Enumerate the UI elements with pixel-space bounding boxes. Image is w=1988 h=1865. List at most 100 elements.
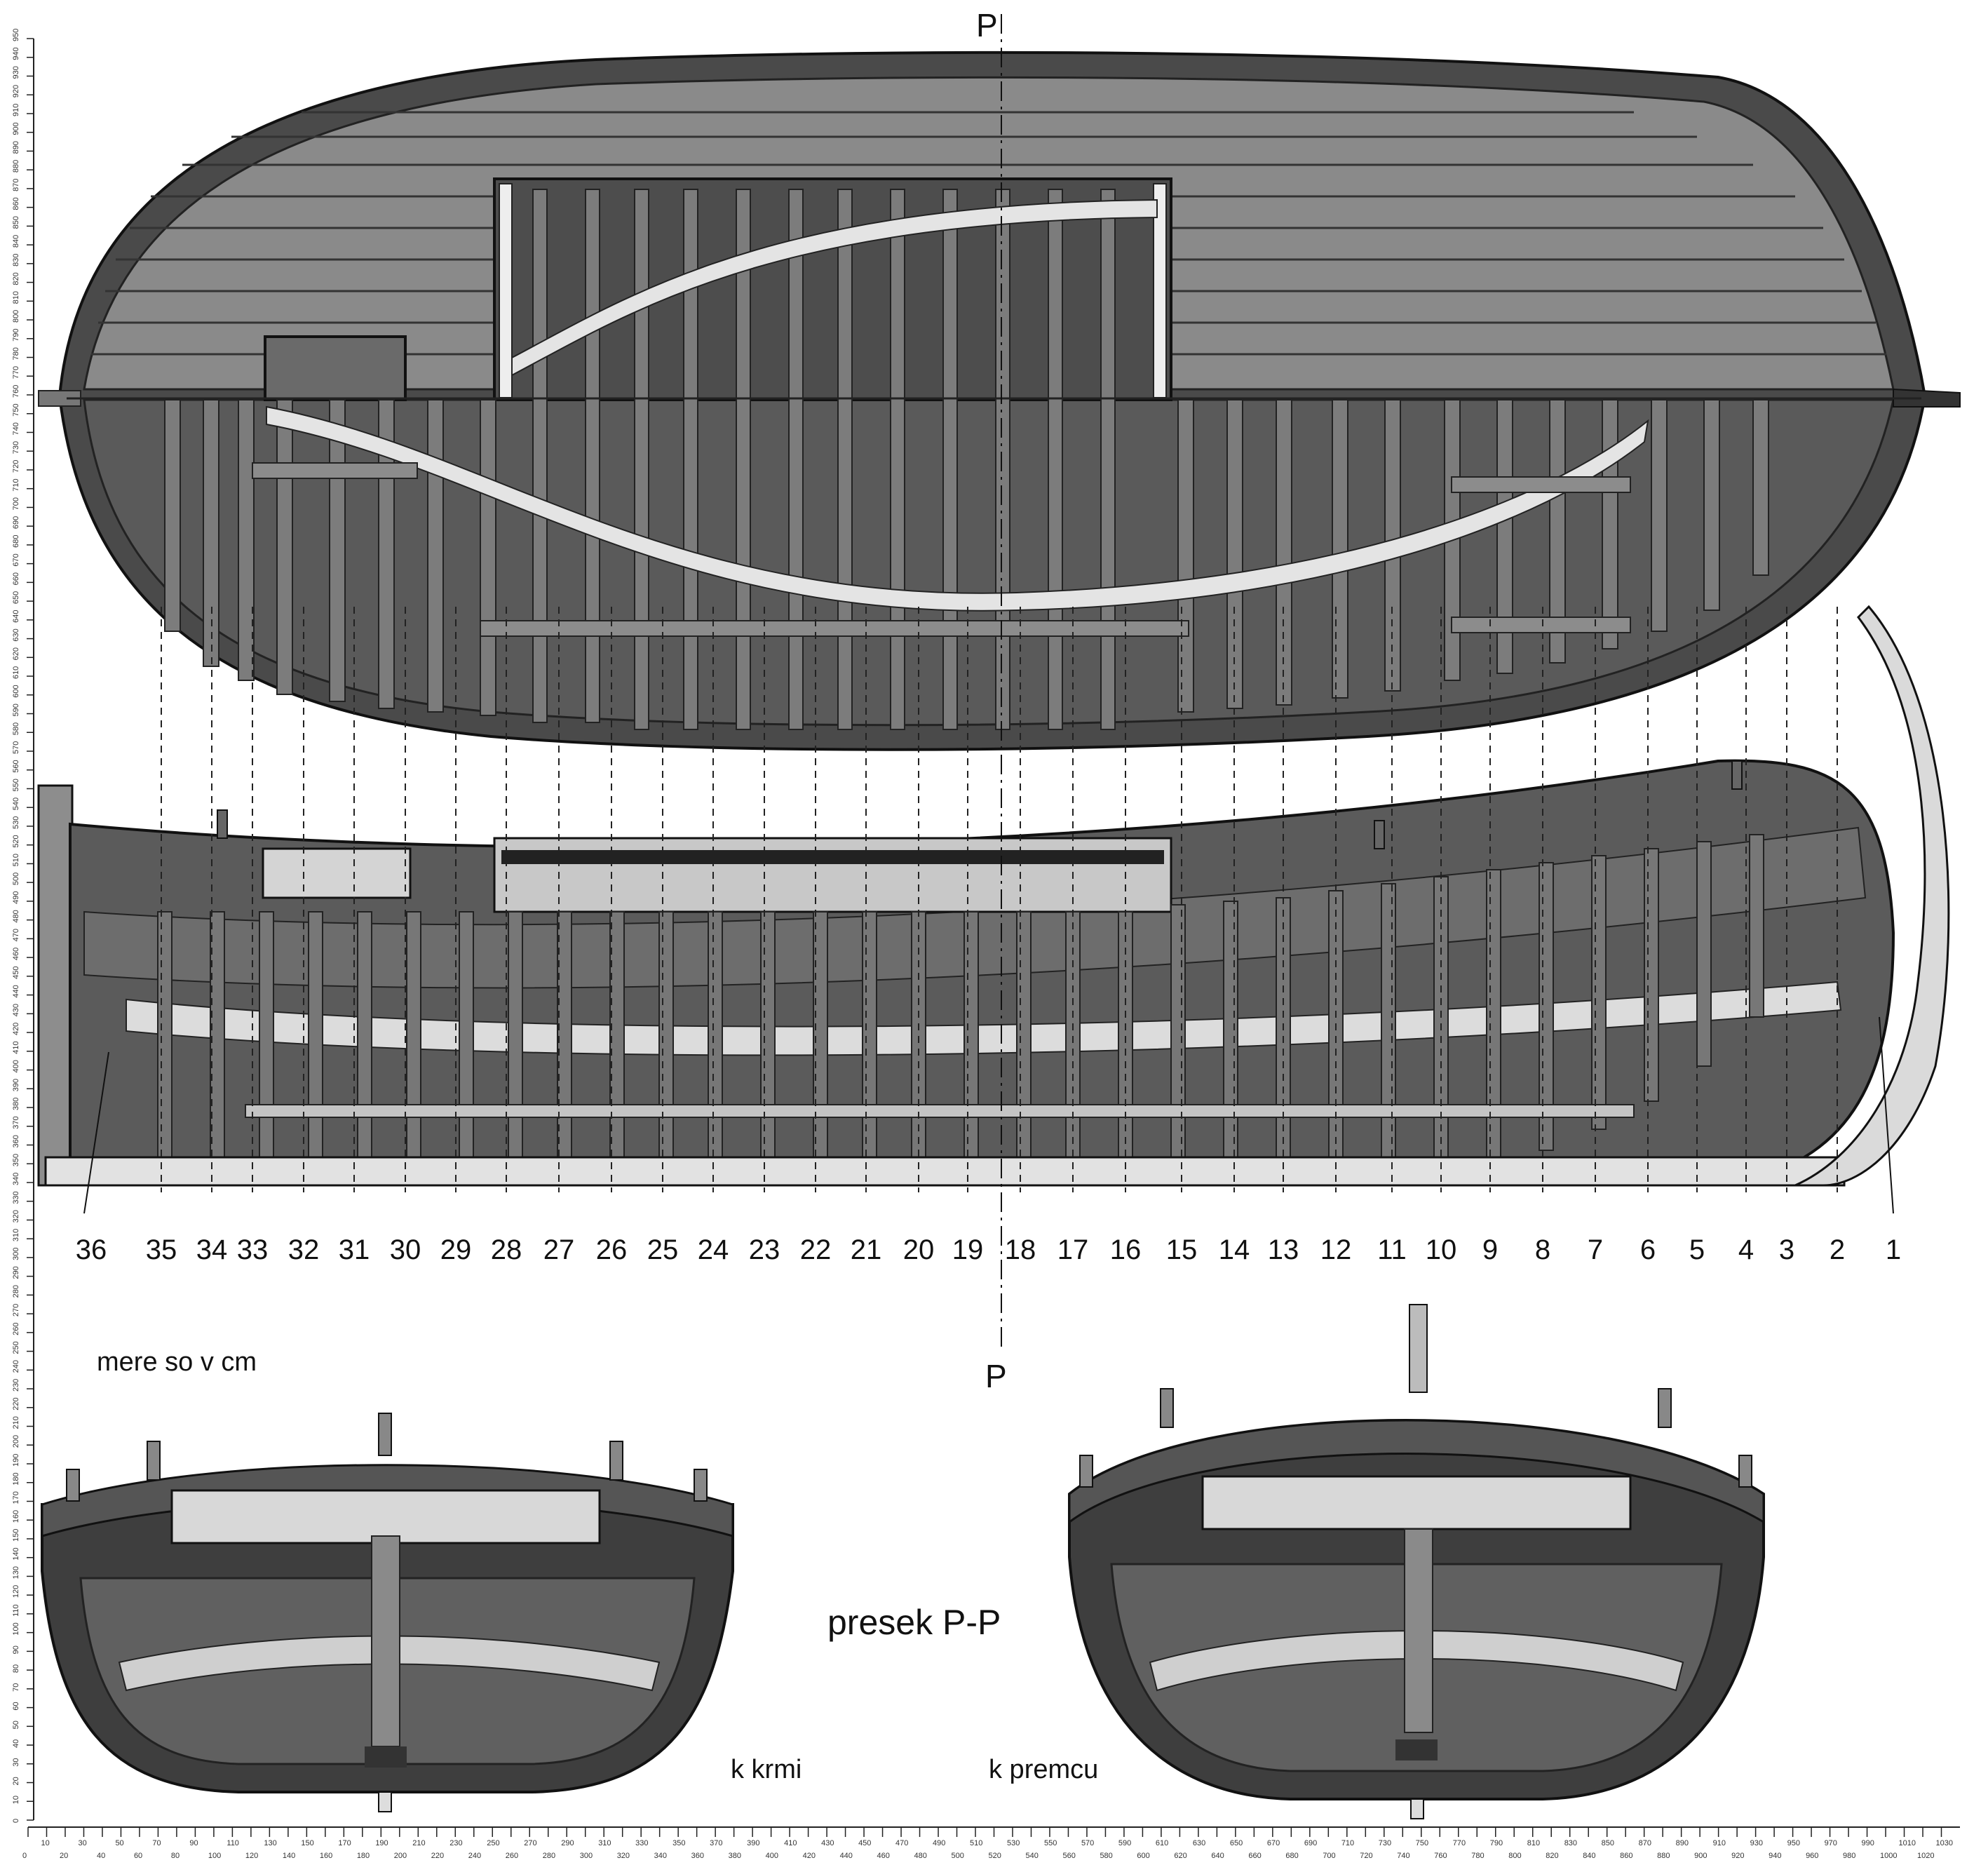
bottom-ruler-label: 440 <box>840 1852 853 1860</box>
bottom-ruler-label: 710 <box>1341 1839 1354 1847</box>
frame-number-3: 3 <box>1779 1234 1794 1265</box>
left-ruler-label: 110 <box>12 1604 20 1617</box>
left-ruler-label: 950 <box>12 29 20 41</box>
left-ruler-label: 890 <box>12 141 20 154</box>
left-ruler-label: 700 <box>12 497 20 510</box>
bottom-ruler-label: 100 <box>208 1852 221 1860</box>
units-note: mere so v cm <box>97 1347 257 1377</box>
bottom-ruler-label: 550 <box>1044 1839 1057 1847</box>
left-ruler-label: 610 <box>12 666 20 679</box>
left-ruler-label: 770 <box>12 366 20 379</box>
frame-number-26: 26 <box>596 1234 628 1265</box>
bottom-ruler-label: 650 <box>1230 1839 1243 1847</box>
left-ruler-label: 790 <box>12 328 20 341</box>
bottom-ruler-label: 0 <box>22 1852 27 1860</box>
left-ruler-label: 480 <box>12 910 20 922</box>
bottom-ruler-label: 940 <box>1769 1852 1781 1860</box>
profile-view <box>37 605 1950 1187</box>
left-ruler-label: 830 <box>12 253 20 266</box>
bottom-ruler-label: 450 <box>858 1839 871 1847</box>
bottom-ruler-label: 320 <box>617 1852 630 1860</box>
profile-wale <box>126 981 1842 1056</box>
left-ruler-label: 580 <box>12 722 20 735</box>
left-ruler-label: 920 <box>12 85 20 97</box>
plan-view <box>38 51 1961 751</box>
left-ruler-label: 280 <box>12 1285 20 1298</box>
left-ruler-label: 420 <box>12 1023 20 1035</box>
left-ruler-label: 870 <box>12 179 20 191</box>
bottom-ruler-label: 830 <box>1564 1839 1577 1847</box>
left-ruler-label: 840 <box>12 235 20 248</box>
bottom-ruler-label: 120 <box>245 1852 258 1860</box>
frame-number-13: 13 <box>1268 1234 1299 1265</box>
left-ruler-label: 220 <box>12 1397 20 1410</box>
left-ruler-label: 860 <box>12 197 20 210</box>
stern-cross-section <box>41 1413 734 1812</box>
left-ruler-label: 720 <box>12 460 20 473</box>
bottom-ruler-label: 150 <box>301 1839 313 1847</box>
left-ruler-label: 730 <box>12 441 20 454</box>
left-ruler-label: 240 <box>12 1360 20 1373</box>
left-ruler-label: 330 <box>12 1191 20 1204</box>
frame-number-19: 19 <box>952 1234 984 1265</box>
bottom-ruler-label: 310 <box>598 1839 611 1847</box>
bottom-ruler-label: 480 <box>914 1852 927 1860</box>
bottom-ruler-label: 400 <box>766 1852 778 1860</box>
bottom-ruler-label: 690 <box>1304 1839 1317 1847</box>
left-ruler-label: 450 <box>12 966 20 978</box>
left-ruler-label: 100 <box>12 1622 20 1635</box>
left-ruler-label: 780 <box>12 347 20 360</box>
frame-number-10: 10 <box>1426 1234 1457 1265</box>
bottom-ruler-label: 840 <box>1583 1852 1595 1860</box>
frame-number-27: 27 <box>543 1234 575 1265</box>
left-ruler-label: 270 <box>12 1304 20 1317</box>
section-title: presek P-P <box>827 1603 1001 1642</box>
profile-hatch-coaming <box>493 837 1172 913</box>
left-ruler-label: 940 <box>12 47 20 60</box>
bottom-ruler-label: 240 <box>468 1852 481 1860</box>
bow-cross-section <box>1068 1304 1765 1819</box>
bottom-ruler-label: 660 <box>1248 1852 1261 1860</box>
left-ruler-label: 0 <box>12 1819 20 1823</box>
left-ruler-label: 80 <box>12 1664 20 1673</box>
bottom-ruler-label: 20 <box>60 1852 68 1860</box>
left-measure-ruler: 0102030405060708090100110120130140150160… <box>12 29 34 1823</box>
bottom-ruler-label: 140 <box>283 1852 295 1860</box>
bottom-ruler-label: 880 <box>1657 1852 1670 1860</box>
left-ruler-label: 880 <box>12 160 20 173</box>
bottom-ruler-label: 540 <box>1025 1852 1038 1860</box>
left-ruler-label: 20 <box>12 1777 20 1785</box>
left-ruler-label: 60 <box>12 1702 20 1710</box>
bottom-ruler-label: 670 <box>1267 1839 1280 1847</box>
left-ruler-label: 50 <box>12 1721 20 1729</box>
bottom-ruler-label: 890 <box>1676 1839 1689 1847</box>
left-ruler-label: 540 <box>12 797 20 810</box>
left-ruler-label: 400 <box>12 1060 20 1072</box>
bottom-ruler-label: 750 <box>1416 1839 1428 1847</box>
bottom-ruler-label: 60 <box>134 1852 142 1860</box>
bottom-ruler-label: 340 <box>654 1852 667 1860</box>
left-ruler-label: 310 <box>12 1229 20 1241</box>
frame-number-22: 22 <box>800 1234 832 1265</box>
bottom-ruler-label: 80 <box>171 1852 180 1860</box>
frame-number-31: 31 <box>339 1234 370 1265</box>
bottom-ruler-label: 160 <box>320 1852 332 1860</box>
frame-number-11: 11 <box>1377 1234 1407 1265</box>
bottom-ruler-label: 50 <box>115 1839 123 1847</box>
left-ruler-label: 760 <box>12 385 20 398</box>
left-ruler-label: 590 <box>12 703 20 716</box>
left-ruler-label: 810 <box>12 291 20 304</box>
bottom-ruler-label: 860 <box>1620 1852 1632 1860</box>
left-ruler-label: 930 <box>12 66 20 79</box>
left-ruler-label: 510 <box>12 854 20 866</box>
bottom-ruler-label: 910 <box>1713 1839 1726 1847</box>
bottom-ruler-label: 370 <box>710 1839 722 1847</box>
left-ruler-label: 850 <box>12 216 20 229</box>
left-ruler-label: 800 <box>12 310 20 323</box>
frame-number-12: 12 <box>1320 1234 1352 1265</box>
frame-station-lines <box>161 607 1838 1192</box>
left-ruler-label: 290 <box>12 1266 20 1279</box>
bottom-ruler-label: 500 <box>952 1852 964 1860</box>
frame-number-25: 25 <box>647 1234 679 1265</box>
left-ruler-label: 550 <box>12 779 20 791</box>
